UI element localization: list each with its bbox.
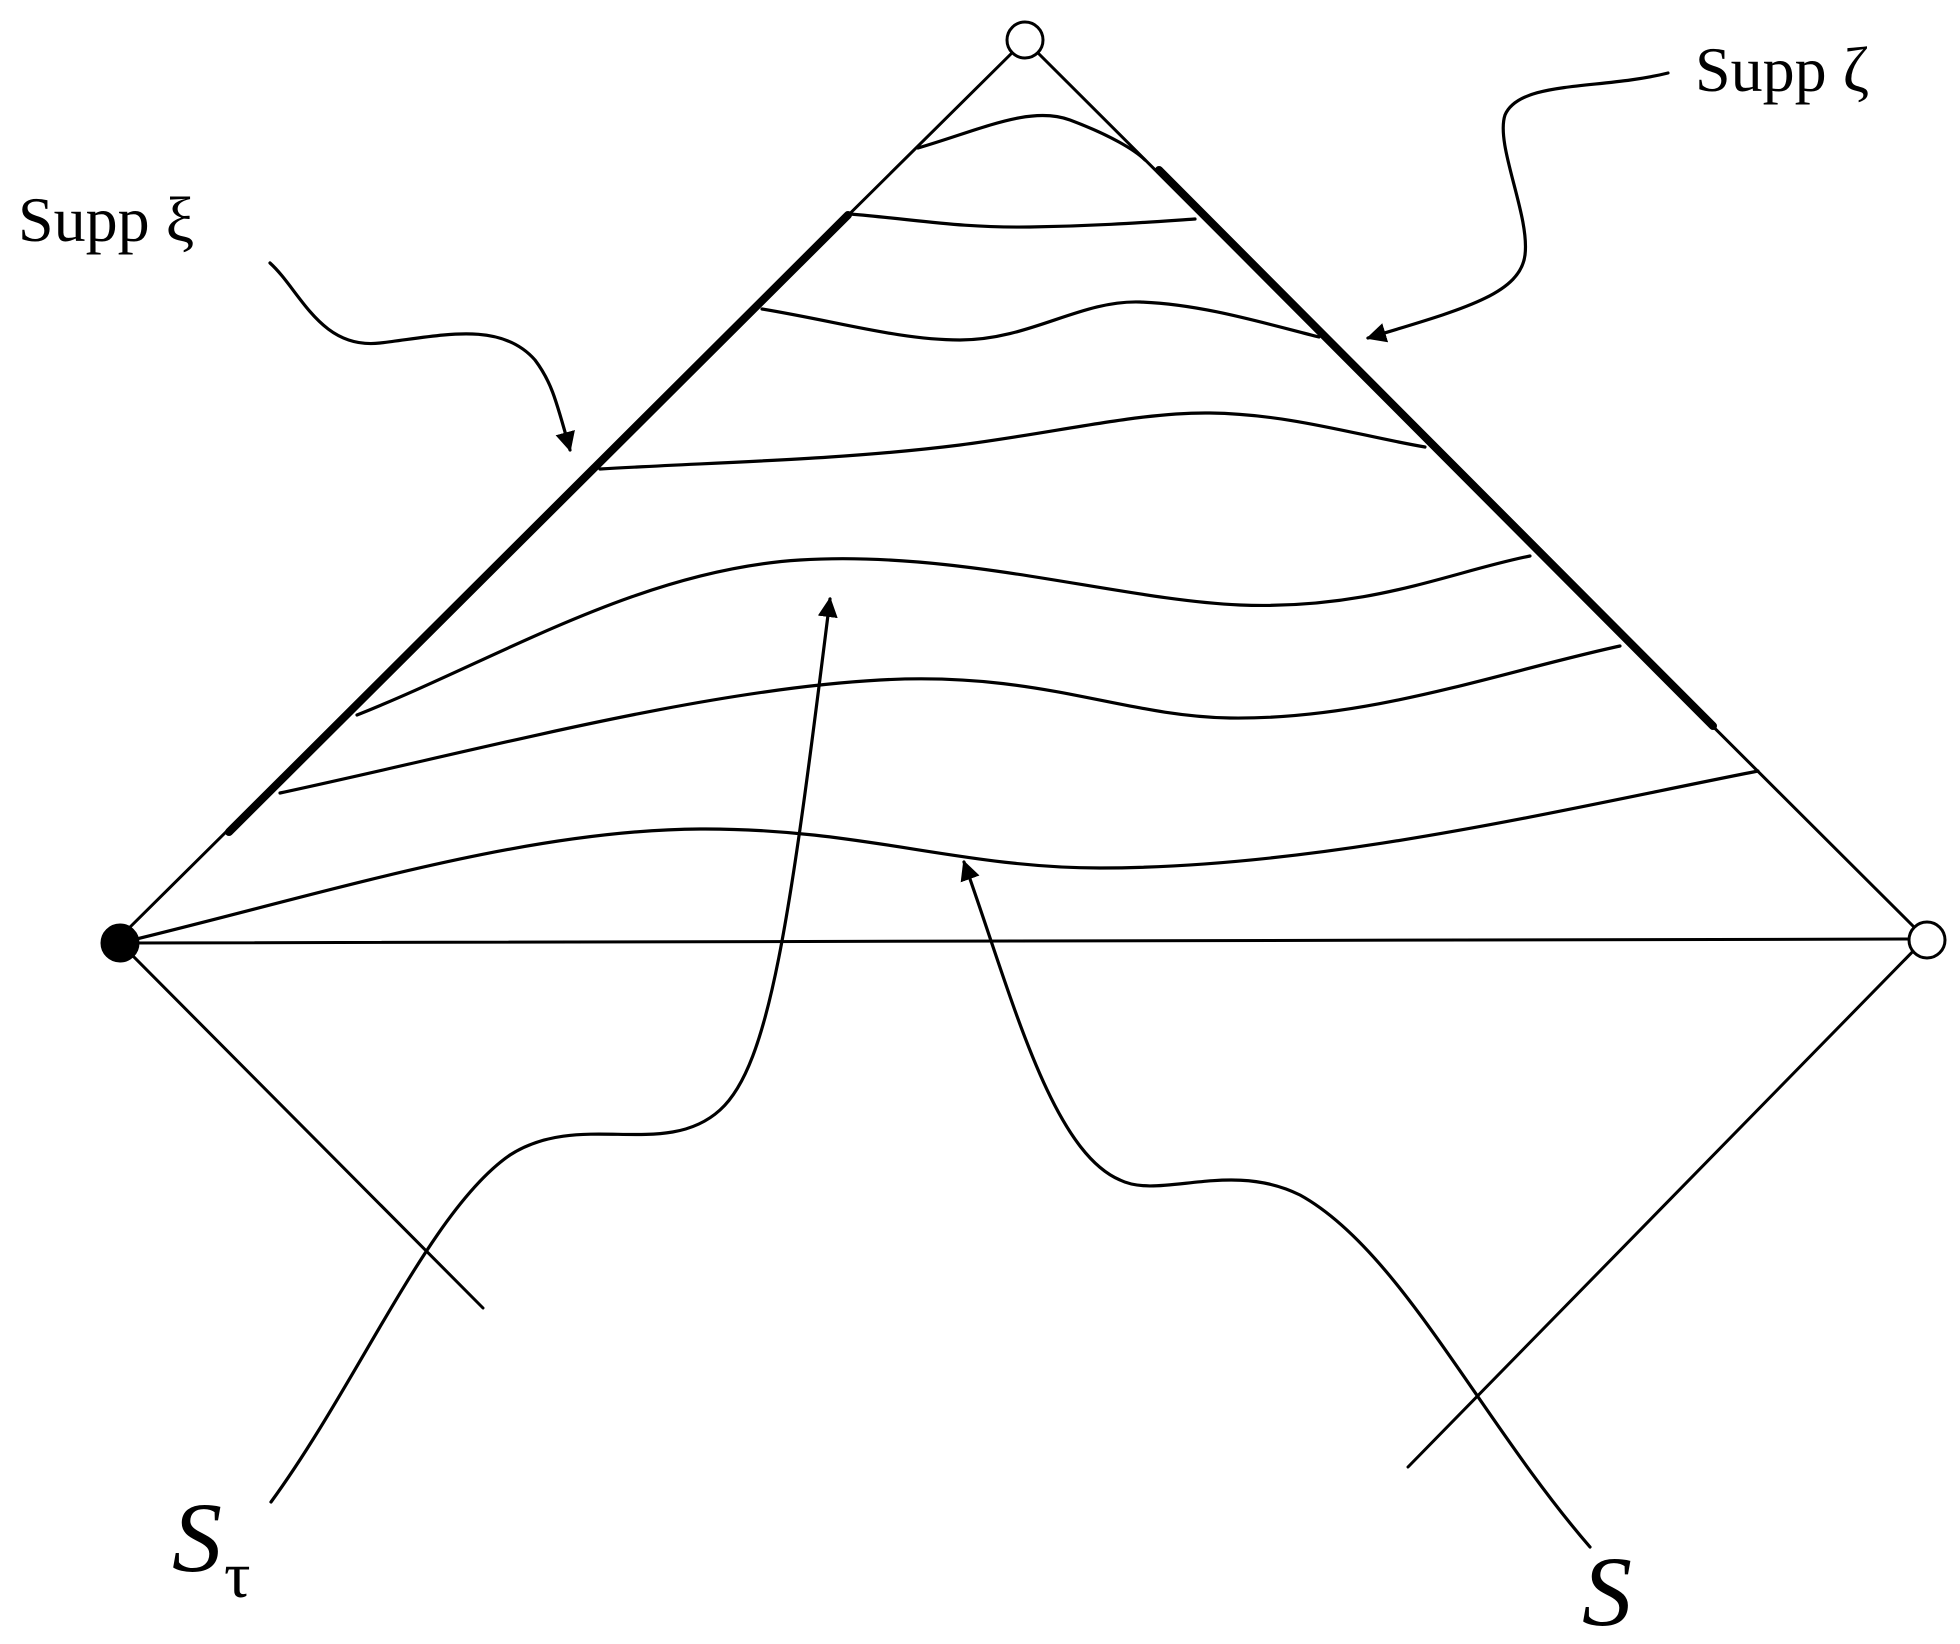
s-tau-pointer [269, 597, 838, 1504]
s-pointer [960, 860, 1592, 1549]
slice-curve-1 [916, 113, 1147, 162]
future-timelike-infinity-open-circle [1005, 20, 1045, 60]
s-tau-label: Sτ [172, 1488, 251, 1609]
s-label: S [1582, 1536, 1632, 1644]
supp-xi-label: Supp ξ [18, 184, 195, 255]
slice-curve-6 [278, 644, 1622, 795]
supp-zeta-pointer [1366, 71, 1670, 343]
supp-zeta-segment [1155, 166, 1717, 730]
cauchy-surface-line [118, 937, 1927, 945]
s-tau-main: S [172, 1482, 222, 1593]
supp-xi-pointer [268, 261, 575, 452]
s-tau-subscript: τ [224, 1539, 251, 1612]
slice-curve-5 [355, 554, 1532, 717]
lower-right-null-line [1406, 937, 1927, 1469]
lower-left-null-line [118, 941, 485, 1310]
slice-curve-2 [848, 212, 1197, 229]
supp-zeta-label: Supp ζ [1695, 34, 1870, 105]
supp-xi-segment [225, 211, 852, 836]
spatial-infinity-open-circle [1907, 920, 1947, 960]
slice-curve-7 [118, 769, 1760, 945]
left-endpoint-filled-circle [100, 923, 140, 963]
slice-curve-3 [760, 300, 1321, 342]
slice-curve-4 [598, 411, 1427, 471]
